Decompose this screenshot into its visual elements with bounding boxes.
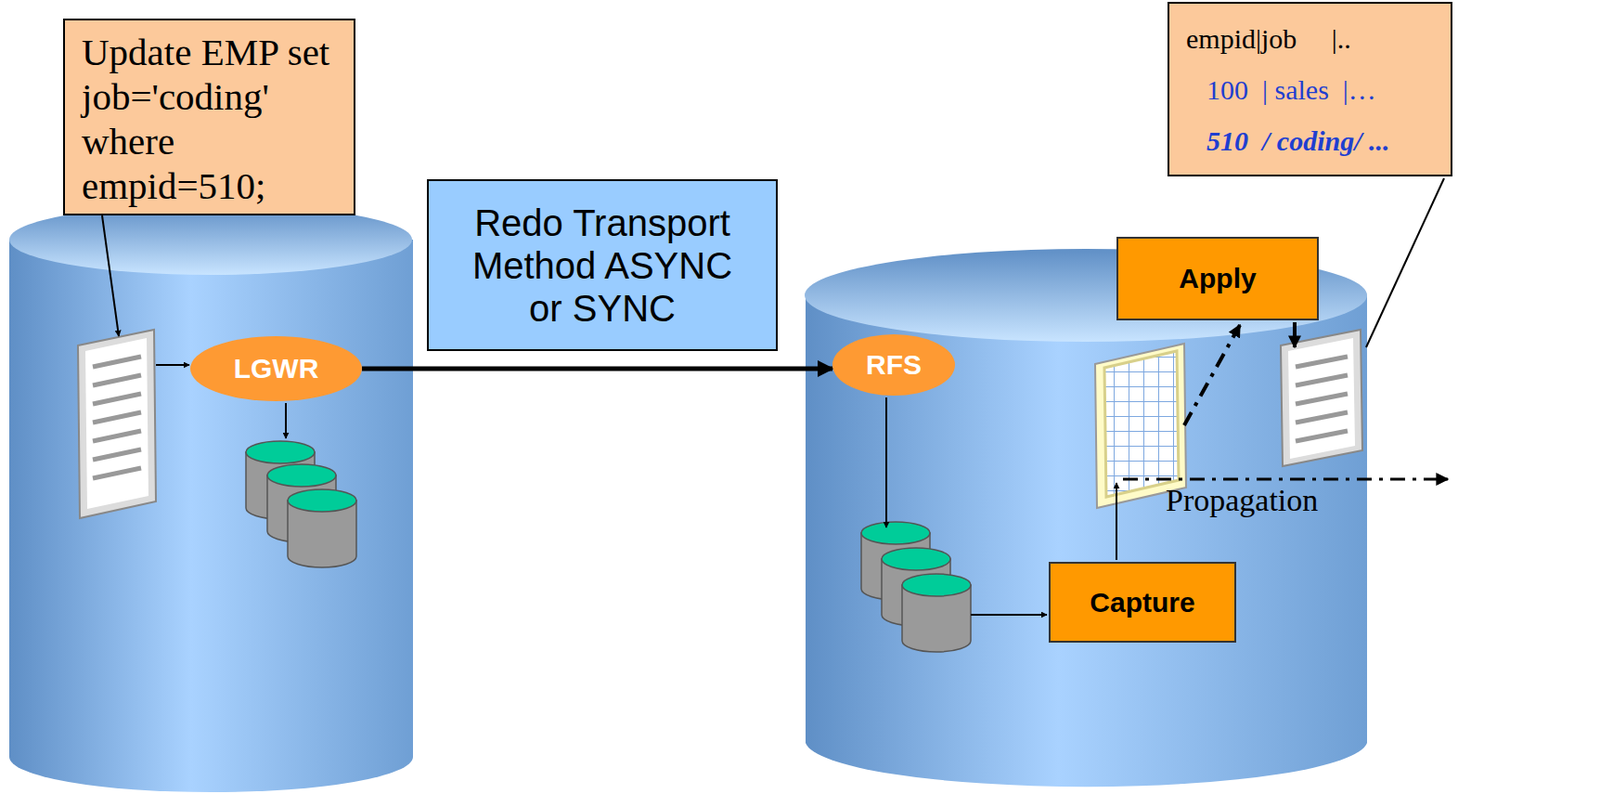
flow-lines xyxy=(102,178,1448,615)
process-oval: LGWR xyxy=(190,335,362,401)
node-text: Redo Transport Method ASYNC or SYNC xyxy=(470,201,735,330)
transport-method-box: Redo Transport Method ASYNC or SYNC xyxy=(426,179,778,351)
redo-transport-arrow xyxy=(361,366,833,372)
standby-log-disks xyxy=(861,521,971,652)
node-text: Capture xyxy=(1089,586,1195,619)
process-box: Apply xyxy=(1116,236,1319,321)
redo-buffer-document xyxy=(77,329,156,518)
node-text: LGWR xyxy=(233,352,320,385)
process-oval: RFS xyxy=(832,334,955,396)
node-text: RFS xyxy=(865,348,922,381)
database-cylinder xyxy=(9,204,413,792)
redo-log-disks xyxy=(245,440,357,568)
flow-label: Propagation xyxy=(1165,482,1318,518)
node-text: 510 / coding/ ... xyxy=(1186,115,1444,167)
process-box: Capture xyxy=(1048,561,1237,643)
node-text: Update EMP set job='coding' where empid=… xyxy=(81,29,347,208)
node-text: Apply xyxy=(1178,262,1256,295)
sql-statement-box: Update EMP set job='coding' where empid=… xyxy=(63,18,356,216)
node-text: 100 | sales |… xyxy=(1186,64,1444,116)
table-document xyxy=(1280,329,1363,466)
table-rows-box: empid|job |..100 | sales |…510 / coding/… xyxy=(1167,1,1453,177)
node-text: empid|job |.. xyxy=(1186,12,1444,65)
database-cylinder xyxy=(804,248,1368,787)
